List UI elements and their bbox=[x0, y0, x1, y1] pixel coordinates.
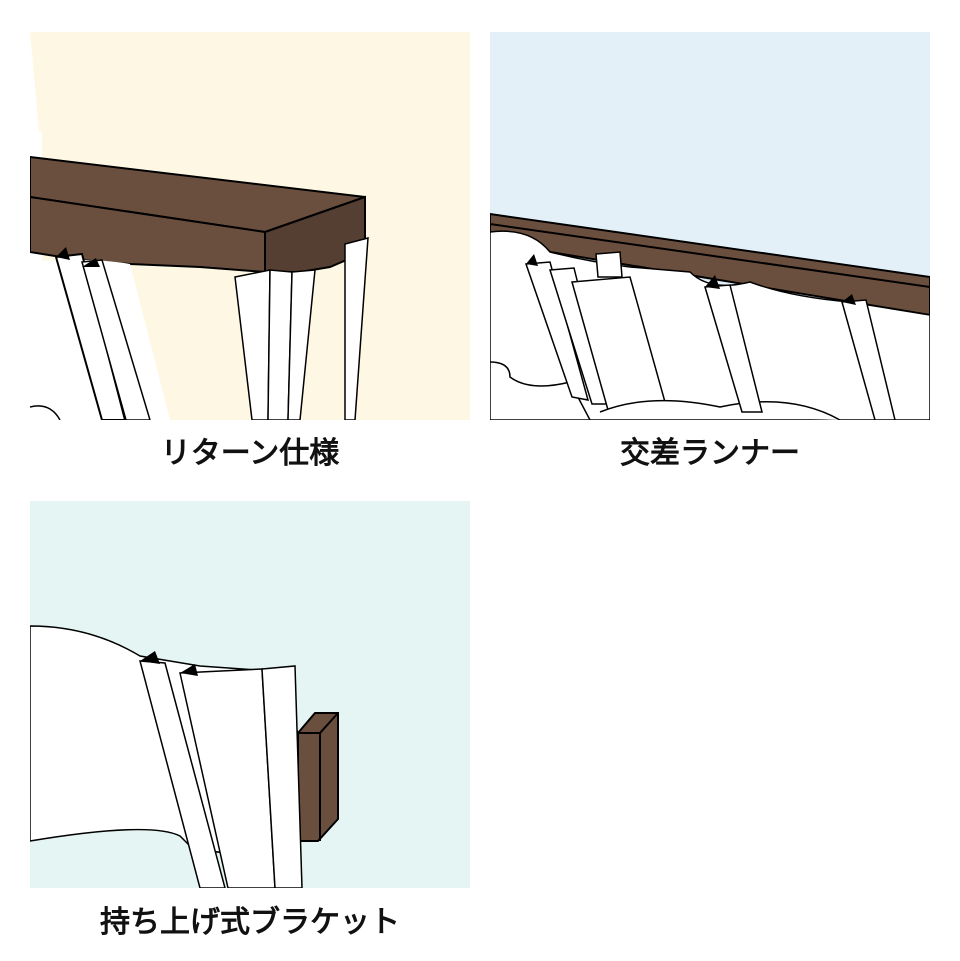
return-illustration bbox=[30, 32, 470, 420]
caption-lifting-bracket: 持ち上げ式ブラケット bbox=[100, 905, 400, 940]
crossover-illustration bbox=[490, 32, 930, 420]
caption-return: リターン仕様 bbox=[160, 436, 340, 471]
lifting-bracket-illustration bbox=[30, 501, 470, 888]
panel-crossover bbox=[490, 32, 930, 420]
panel-lifting-bracket bbox=[30, 501, 470, 888]
caption-crossover: 交差ランナー bbox=[620, 436, 800, 471]
panel-return bbox=[30, 32, 470, 420]
